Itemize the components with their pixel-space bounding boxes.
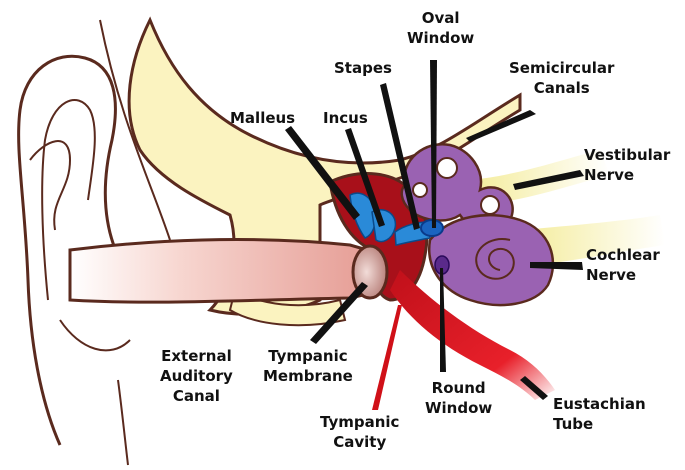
pinna-fold (30, 141, 70, 230)
label-eustachian-tube: Eustachian Tube (553, 394, 646, 434)
label-tympanic-membrane: Tympanic Membrane (263, 346, 353, 386)
label-round-window: Round Window (425, 378, 492, 418)
canal-loop-1 (437, 158, 457, 178)
label-oval-window: Oval Window (407, 8, 474, 48)
label-malleus: Malleus (230, 108, 295, 128)
canal-loop-3 (413, 183, 427, 197)
pinna-lobe (60, 320, 130, 350)
label-cochlear-nerve: Cochlear Nerve (586, 245, 660, 285)
label-external-auditory-canal: External Auditory Canal (160, 346, 233, 406)
leader-tympanic-cavity (372, 305, 402, 410)
label-incus: Incus (323, 108, 368, 128)
label-stapes: Stapes (334, 58, 392, 78)
label-vestibular-nerve: Vestibular Nerve (584, 145, 670, 185)
external-canal (70, 240, 385, 303)
label-semicircular-canals: Semicircular Canals (509, 58, 614, 98)
canal-loop-2 (481, 196, 499, 214)
label-tympanic-cavity: Tympanic Cavity (320, 412, 399, 452)
neck-line (118, 380, 128, 465)
